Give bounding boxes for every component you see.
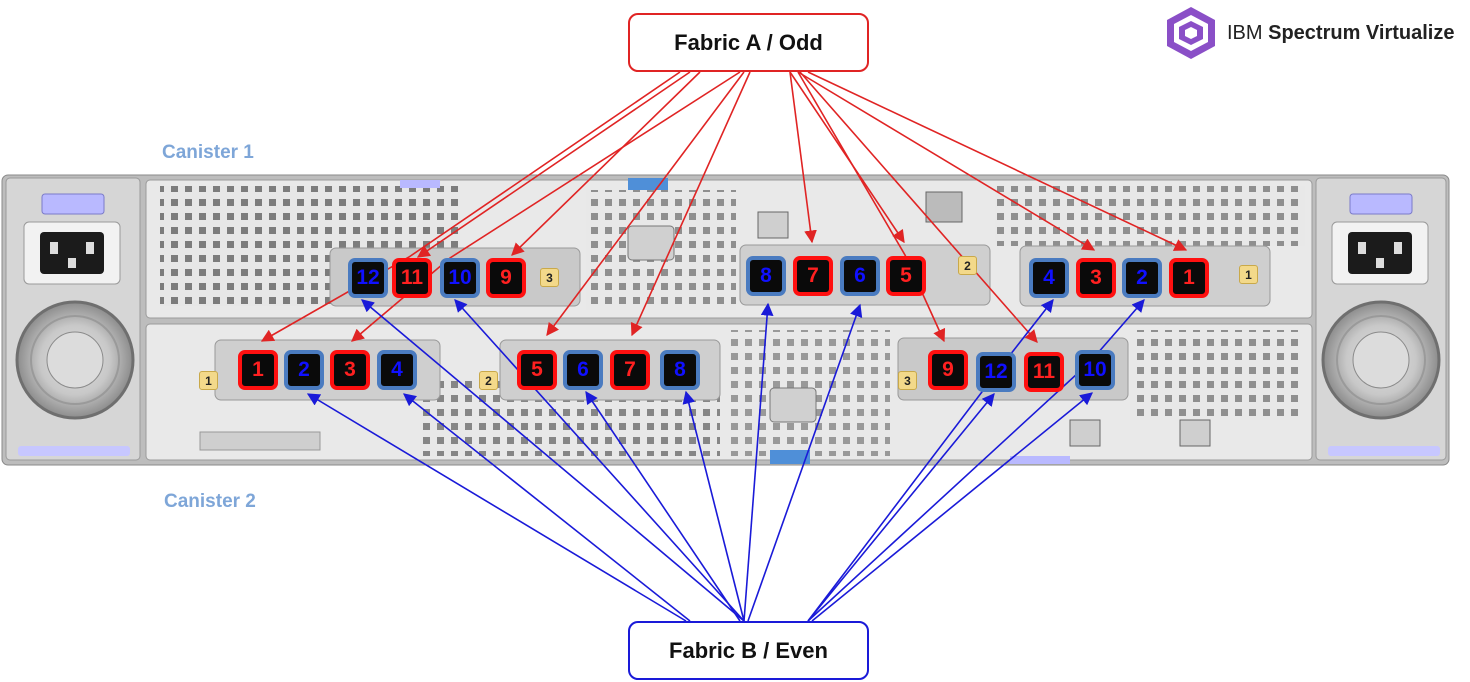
- c1-port-4[interactable]: 4: [1029, 258, 1069, 298]
- c2-port-4[interactable]: 4: [377, 350, 417, 390]
- c2-port-3[interactable]: 3: [330, 350, 370, 390]
- fabric-b-box: Fabric B / Even: [628, 621, 869, 680]
- c2-port-8[interactable]: 8: [660, 350, 700, 390]
- canister1-label: Canister 1: [162, 142, 254, 164]
- c2-slot-badge-1: 1: [199, 371, 218, 390]
- ibm-cube-icon: [1163, 5, 1219, 61]
- fabric-a-label: Fabric A / Odd: [674, 30, 823, 56]
- c1-port-3[interactable]: 3: [1076, 258, 1116, 298]
- c2-port-5[interactable]: 5: [517, 350, 557, 390]
- c2-port-11[interactable]: 11: [1024, 352, 1064, 392]
- c1-port-9[interactable]: 9: [486, 258, 526, 298]
- c2-port-7[interactable]: 7: [610, 350, 650, 390]
- c2-slot-badge-2: 2: [479, 371, 498, 390]
- c1-slot-badge-3: 3: [540, 268, 559, 287]
- c2-port-10[interactable]: 10: [1075, 350, 1115, 390]
- brand-name: Spectrum Virtualize: [1268, 22, 1454, 44]
- c2-port-1[interactable]: 1: [238, 350, 278, 390]
- c1-port-12[interactable]: 12: [348, 258, 388, 298]
- chassis-body: [2, 175, 1449, 465]
- c1-port-5[interactable]: 5: [886, 256, 926, 296]
- brand-text: IBM Spectrum Virtualize: [1227, 22, 1454, 45]
- c1-port-7[interactable]: 7: [793, 256, 833, 296]
- c1-port-1[interactable]: 1: [1169, 258, 1209, 298]
- brand-prefix: IBM: [1227, 22, 1263, 44]
- fabric-b-label: Fabric B / Even: [669, 638, 828, 664]
- c1-port-11[interactable]: 11: [392, 258, 432, 298]
- c2-port-9[interactable]: 9: [928, 350, 968, 390]
- c2-slot-badge-3: 3: [898, 371, 917, 390]
- c1-port-8[interactable]: 8: [746, 256, 786, 296]
- c1-port-10[interactable]: 10: [440, 258, 480, 298]
- c1-port-2[interactable]: 2: [1122, 258, 1162, 298]
- c2-port-6[interactable]: 6: [563, 350, 603, 390]
- c1-slot-badge-1: 1: [1239, 265, 1258, 284]
- c2-port-12[interactable]: 12: [976, 352, 1016, 392]
- brand-lockup: IBM Spectrum Virtualize: [1163, 5, 1454, 61]
- c1-port-6[interactable]: 6: [840, 256, 880, 296]
- canister2-label: Canister 2: [164, 491, 256, 513]
- c2-port-2[interactable]: 2: [284, 350, 324, 390]
- c1-slot-badge-2: 2: [958, 256, 977, 275]
- fabric-a-box: Fabric A / Odd: [628, 13, 869, 72]
